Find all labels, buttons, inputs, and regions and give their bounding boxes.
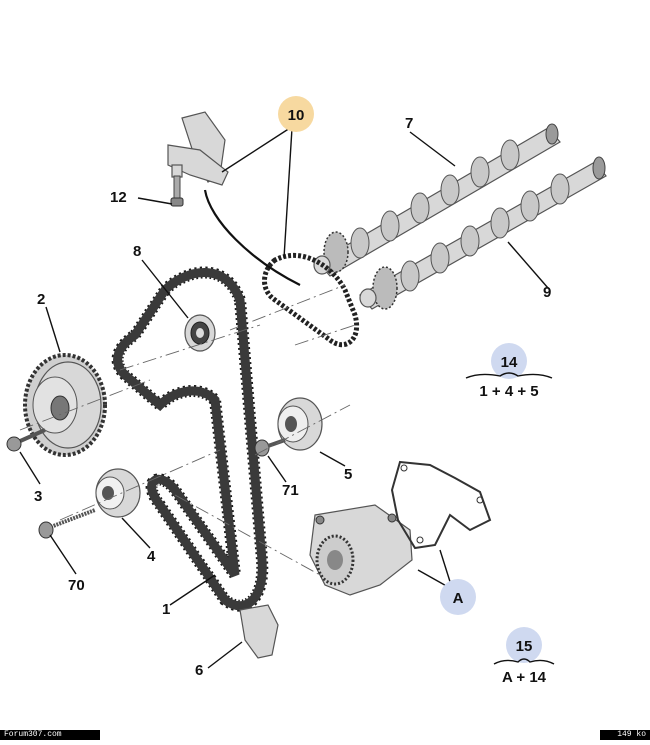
callout-7: 7 (405, 115, 413, 132)
leader-lines (19, 127, 549, 669)
water-pump-gasket (390, 460, 492, 550)
callout-70: 70 (68, 577, 85, 594)
lower-bracket (239, 604, 279, 659)
badge-A: A (440, 579, 476, 615)
badge-10-label: 10 (288, 107, 305, 124)
bolt-3 (6, 428, 46, 452)
callout-8: 8 (133, 243, 141, 260)
timing-belt (111, 266, 269, 612)
callout-6: 6 (195, 662, 203, 679)
water-pump (309, 504, 413, 596)
badge-10: 10 (278, 96, 314, 132)
badge-A-label: A (453, 590, 464, 607)
kit-14-formula: 1 + 4 + 5 (479, 383, 538, 400)
kit-15: 15 A + 14 (493, 627, 555, 686)
callout-3: 3 (34, 488, 42, 505)
idler-roller-5 (277, 397, 323, 451)
camshaft-7 (313, 123, 561, 277)
bolt-12 (170, 175, 184, 207)
bolt-70 (38, 508, 96, 539)
callout-5: 5 (344, 466, 352, 483)
callout-71: 71 (282, 482, 299, 499)
bolt-71 (254, 438, 286, 457)
callout-9: 9 (543, 284, 551, 301)
camshaft-9 (359, 156, 607, 310)
crankshaft-sprocket (23, 353, 107, 457)
badge-15-label: 15 (516, 638, 533, 655)
camshaft-chain (262, 252, 359, 348)
footer-file-size: 149 ko (600, 730, 650, 740)
kit-15-formula: A + 14 (502, 669, 547, 686)
callout-2: 2 (37, 291, 45, 308)
callout-4: 4 (147, 548, 156, 565)
badge-14-label: 14 (501, 354, 518, 371)
footer-site-label: Forum307.com (0, 730, 100, 740)
idler-roller-8 (184, 314, 216, 352)
tensioner-roller-4 (95, 468, 141, 518)
callout-1: 1 (162, 601, 170, 618)
chain-tensioner (167, 111, 301, 286)
kit-14: 14 1 + 4 + 5 (465, 343, 553, 400)
callout-12: 12 (110, 189, 127, 206)
